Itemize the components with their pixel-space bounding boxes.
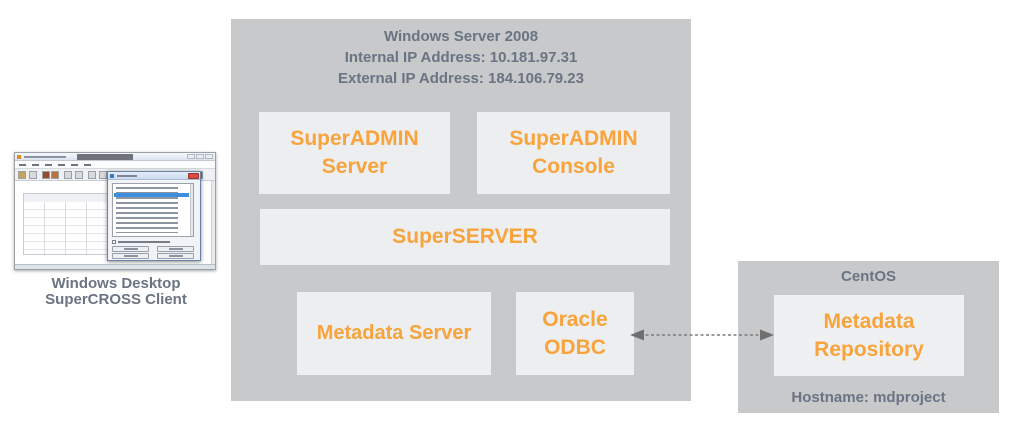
- dialog-list: [112, 183, 194, 237]
- windows-server-title: Windows Server 2008: [383, 28, 539, 45]
- checkbox-label: [118, 241, 170, 243]
- superadmin-console-box: SuperADMIN Console: [477, 112, 670, 194]
- dialog-title-bar: [108, 172, 200, 180]
- fields-dialog: [107, 171, 201, 261]
- superadmin-server-box: SuperADMIN Server: [259, 112, 450, 194]
- superserver-box: SuperSERVER: [260, 209, 670, 265]
- bidirectional-arrow: [630, 329, 774, 341]
- toolbar-icon: [42, 171, 50, 179]
- oracle-odbc-box: Oracle ODBC: [516, 292, 634, 375]
- client-caption: Windows Desktop SuperCROSS Client: [5, 276, 227, 308]
- dialog-title-text: [117, 175, 137, 177]
- dialog-button: [157, 253, 194, 259]
- toolbar-icon: [18, 171, 26, 179]
- close-icon: [205, 154, 213, 159]
- metadata-repository-box: Metadata Repository: [774, 295, 964, 376]
- minimize-icon: [187, 154, 195, 159]
- toolbar-icon: [29, 171, 37, 179]
- arrowhead-left: [630, 329, 644, 341]
- toolbar-icon: [99, 171, 107, 179]
- external-ip: External IP Address: 184.106.79.23: [338, 70, 584, 87]
- metadata-server-box: Metadata Server: [297, 292, 491, 375]
- window-title-text: [24, 156, 66, 158]
- dialog-button: [157, 246, 194, 252]
- dialog-button: [112, 246, 149, 252]
- toolbar-icon: [51, 171, 59, 179]
- client-caption-line2: SuperCROSS Client: [45, 291, 187, 308]
- internal-ip: Internal IP Address: 10.181.97.31: [344, 49, 578, 66]
- dialog-button: [112, 253, 149, 259]
- toolbar-icon: [75, 171, 83, 179]
- selected-list-item: [114, 193, 189, 197]
- list-scrollbar: [190, 184, 193, 236]
- dialog-icon: [110, 174, 114, 178]
- menu-items: [19, 164, 97, 166]
- toolbar-icon: [88, 171, 96, 179]
- centos-panel: CentOS Metadata Repository Hostname: mdp…: [738, 261, 999, 413]
- menu-bar: [15, 161, 215, 168]
- window-title-bar: [15, 153, 215, 161]
- scrollbar: [211, 181, 215, 264]
- windows-server-header: Windows Server 2008 Internal IP Address:…: [231, 26, 691, 89]
- close-icon: [188, 173, 199, 179]
- maximize-icon: [196, 154, 204, 159]
- centos-hostname: Hostname: mdproject: [791, 389, 946, 406]
- centos-title: CentOS: [840, 268, 896, 285]
- checkbox: [112, 240, 116, 244]
- toolbar-icon: [64, 171, 72, 179]
- supercross-screenshot: [14, 152, 216, 270]
- arrowhead-right: [760, 329, 774, 341]
- status-bar: [15, 264, 215, 269]
- app-icon: [17, 155, 21, 159]
- windows-server-panel: Windows Server 2008 Internal IP Address:…: [231, 19, 691, 401]
- client-caption-line1: Windows Desktop: [51, 275, 181, 292]
- title-bar-overlay: [77, 154, 133, 160]
